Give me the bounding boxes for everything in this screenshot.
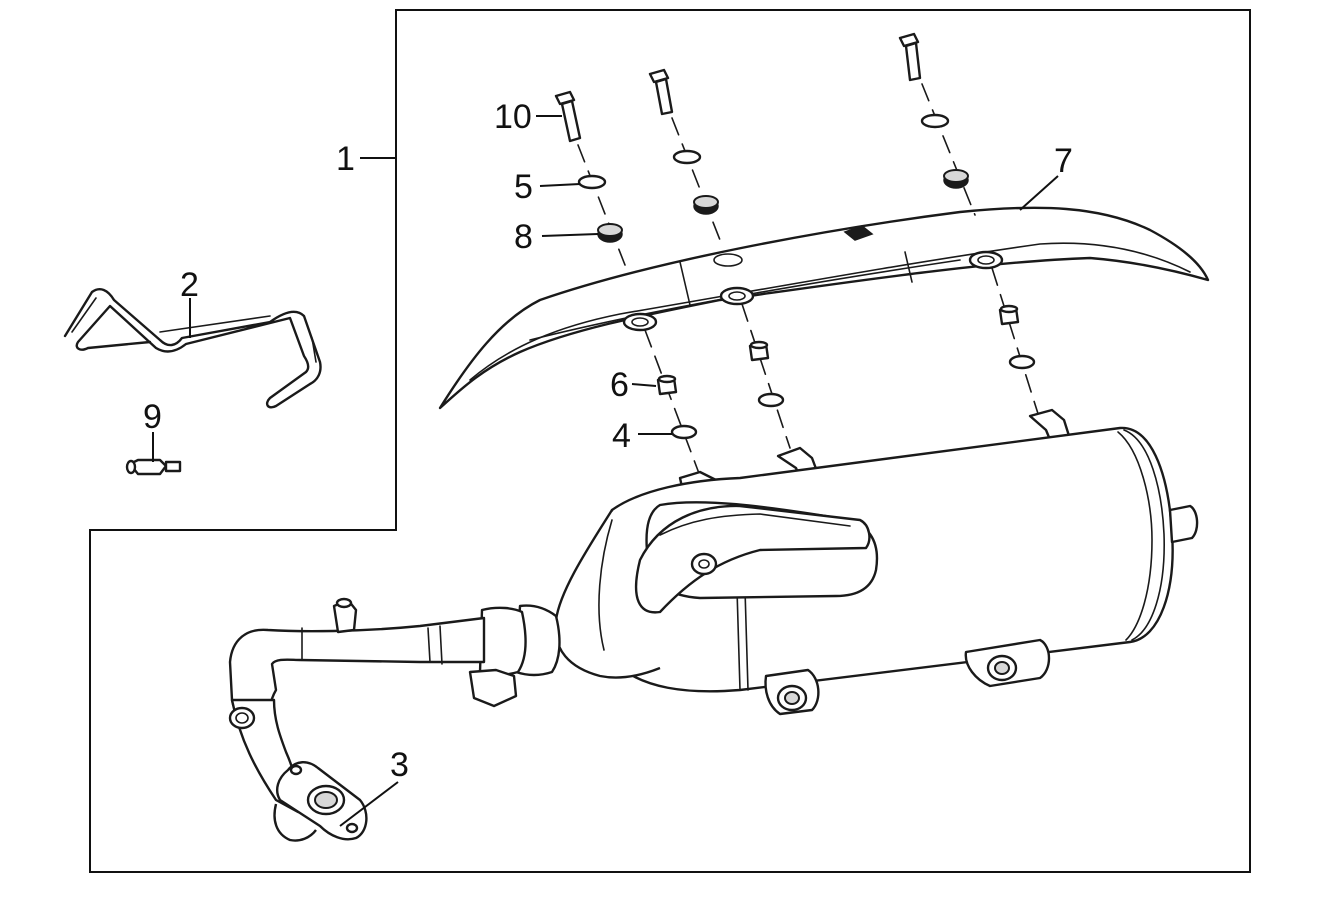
heat-shield [438,206,1210,410]
wire-clip [63,288,322,409]
bolt-left [554,90,582,143]
grommet-left [597,223,623,243]
muffler [554,426,1199,716]
collar-right [998,304,1020,326]
callout-5: 5 [514,168,533,206]
callout-7: 7 [1054,142,1073,180]
leader-lines [152,115,1059,827]
assembly-axes [577,83,1041,477]
washer-bottom-left [670,424,698,440]
muffler-boss-left [764,668,820,716]
washer-top-right [920,113,950,129]
callout-9: 9 [143,398,162,436]
callout-8: 8 [514,218,533,256]
washer-top-middle [672,149,702,165]
callout-10: 10 [494,98,532,136]
sensor-plug [125,458,182,476]
callout-6: 6 [610,366,629,404]
bolt-right [898,32,922,82]
assembly-frame [89,9,1251,873]
muffler-boss-right [964,638,1051,688]
collar-left [656,374,678,396]
callout-4: 4 [612,417,631,455]
exhaust-pipe [228,597,561,842]
grommet-right [943,169,969,189]
washer-bottom-right [1008,354,1036,370]
washer-top-left [577,174,607,190]
bolt-middle [648,68,674,116]
callout-1: 1 [336,140,355,178]
grommet-middle [693,195,719,215]
collar-middle [748,340,770,362]
callout-3: 3 [390,746,409,784]
callout-2: 2 [180,266,199,304]
washer-bottom-middle [757,392,785,408]
